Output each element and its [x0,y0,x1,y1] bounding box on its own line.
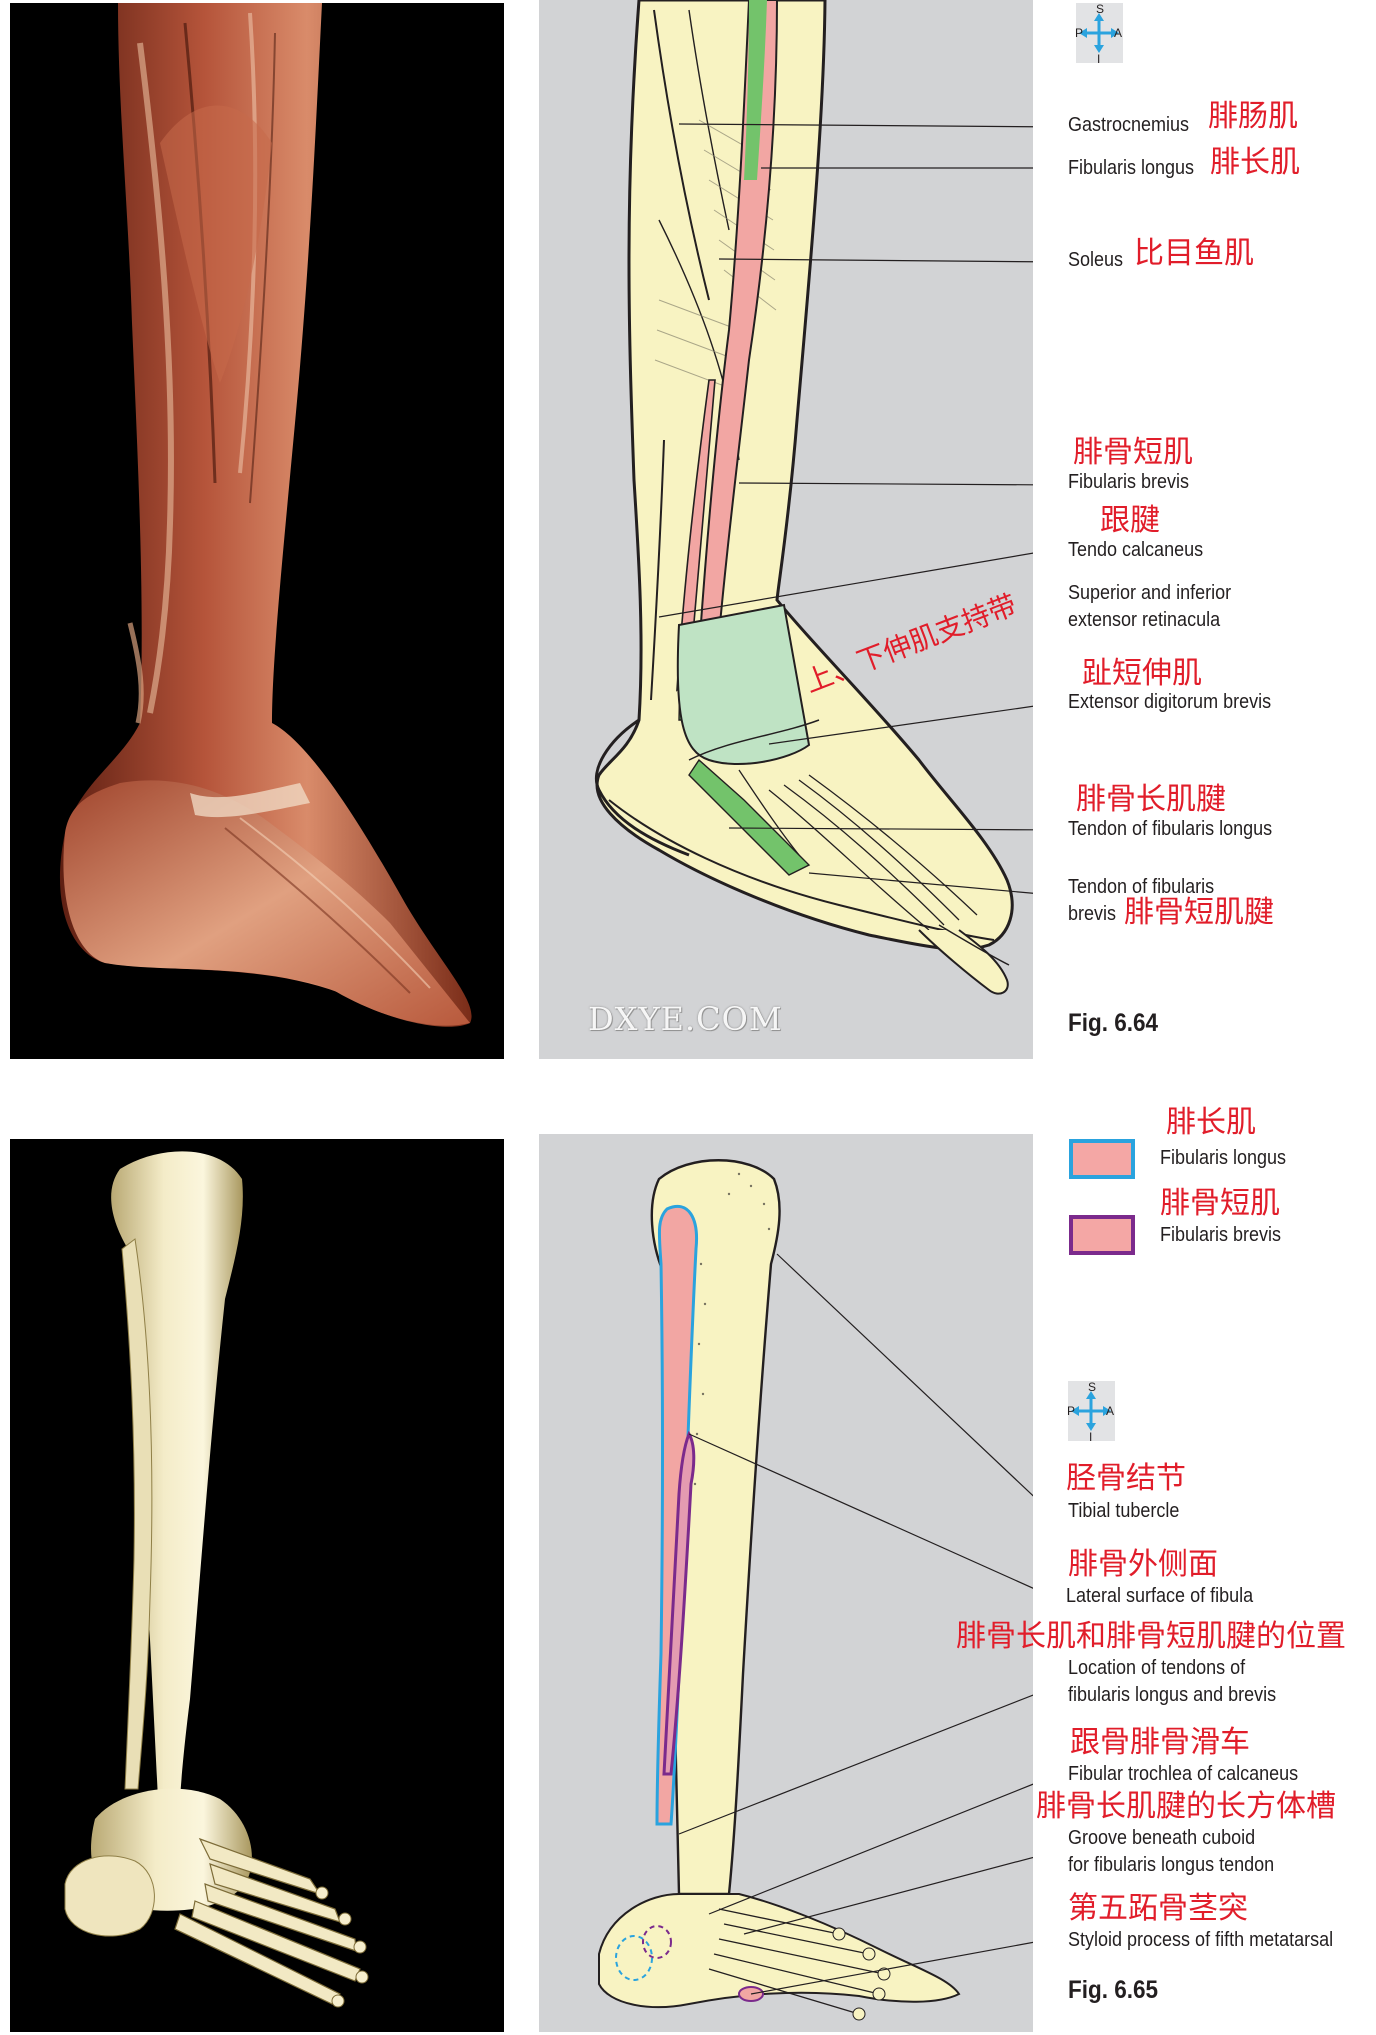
compass-a: A [1106,1404,1115,1418]
label-groove-cuboid-zh: 腓骨长肌腱的长方体槽 [1036,1789,1336,1824]
fig-665-drawing-panel [539,1134,1033,2032]
label-ext-digitorum-brevis-en: Extensor digitorum brevis [1068,691,1272,713]
label-styloid-zh: 第五跖骨茎突 [1068,1891,1248,1926]
label-fibularis-brevis-en: Fibularis brevis [1068,471,1190,493]
label-retinacula-en-2: extensor retinacula [1068,609,1221,631]
label-soleus-zh: 比目鱼肌 [1134,236,1254,271]
compass-i: I [1089,1430,1093,1444]
label-tendo-calcaneus-zh: 跟腱 [1100,503,1160,538]
legend-fibularis-longus-en: Fibularis longus [1160,1147,1287,1169]
orientation-compass: S P A I [1075,2,1123,66]
watermark: DXYE.COM [588,1000,783,1038]
leg-bones-line-drawing [598,1159,1033,2021]
figure-label-664: Fig. 6.64 [1068,1009,1159,1037]
label-tendon-fib-brevis-zh: 腓骨短肌腱 [1124,895,1274,930]
compass-s: S [1096,2,1105,16]
label-fibularis-brevis-zh: 腓骨短肌 [1073,435,1193,470]
label-location-tendons-en-2: fibularis longus and brevis [1068,1684,1277,1706]
legend-swatch-fibularis-brevis [1069,1215,1135,1255]
fig-664-drawing-panel [539,0,1033,1059]
label-retinacula-en-1: Superior and inferior [1068,582,1232,604]
label-ext-digitorum-brevis-zh: 趾短伸肌 [1082,656,1202,691]
label-lateral-surface-en: Lateral surface of fibula [1066,1585,1254,1607]
label-tendon-fib-longus-en: Tendon of fibularis longus [1068,818,1273,840]
label-gastrocnemius-en: Gastrocnemius [1068,114,1190,136]
bone-leg-illustration [64,1151,369,2008]
label-tibial-tubercle-en: Tibial tubercle [1068,1500,1180,1522]
label-fibular-trochlea-en: Fibular trochlea of calcaneus [1068,1763,1299,1785]
legend-fibularis-brevis-en: Fibularis brevis [1160,1224,1282,1246]
dissection-photo [10,3,504,1059]
compass-cross-icon [1079,13,1119,53]
label-lateral-surface-zh: 腓骨外侧面 [1068,1547,1218,1582]
skeleton-photo [10,1139,504,2032]
label-gastrocnemius-zh: 腓肠肌 [1208,99,1298,134]
compass-i: I [1097,52,1101,66]
label-tibial-tubercle-zh: 胫骨结节 [1066,1461,1186,1496]
compass-cross-icon [1071,1391,1111,1431]
label-tendon-fib-brevis-en-2: brevis [1068,903,1117,925]
label-location-tendons-zh: 腓骨长肌和腓骨短肌腱的位置 [956,1619,1346,1654]
figure-label-665: Fig. 6.65 [1068,1976,1159,2004]
label-location-tendons-en-1: Location of tendons of [1068,1657,1246,1679]
orientation-compass-2: S P A I [1067,1380,1115,1444]
legend-fibularis-longus-zh: 腓长肌 [1166,1105,1256,1140]
label-styloid-en: Styloid process of fifth metatarsal [1068,1929,1334,1951]
muscular-leg-illustration [59,3,472,1027]
leg-muscles-line-drawing [594,0,1033,995]
legend-fibularis-brevis-zh: 腓骨短肌 [1160,1186,1280,1221]
label-soleus-en: Soleus [1068,249,1124,271]
legend-swatch-fibularis-longus [1069,1139,1135,1179]
label-fibularis-longus-zh: 腓长肌 [1210,145,1300,180]
compass-p: P [1075,26,1084,40]
label-tendon-fib-longus-zh: 腓骨长肌腱 [1076,782,1226,817]
compass-a: A [1114,26,1123,40]
label-groove-cuboid-en-2: for fibularis longus tendon [1068,1854,1275,1876]
compass-s: S [1088,1380,1097,1394]
label-tendon-fib-brevis-en-1: Tendon of fibularis [1068,876,1215,898]
label-fibularis-longus-en: Fibularis longus [1068,157,1195,179]
label-tendo-calcaneus-en: Tendo calcaneus [1068,539,1204,561]
label-groove-cuboid-en-1: Groove beneath cuboid [1068,1827,1256,1849]
label-fibular-trochlea-zh: 跟骨腓骨滑车 [1070,1725,1250,1760]
compass-p: P [1067,1404,1076,1418]
